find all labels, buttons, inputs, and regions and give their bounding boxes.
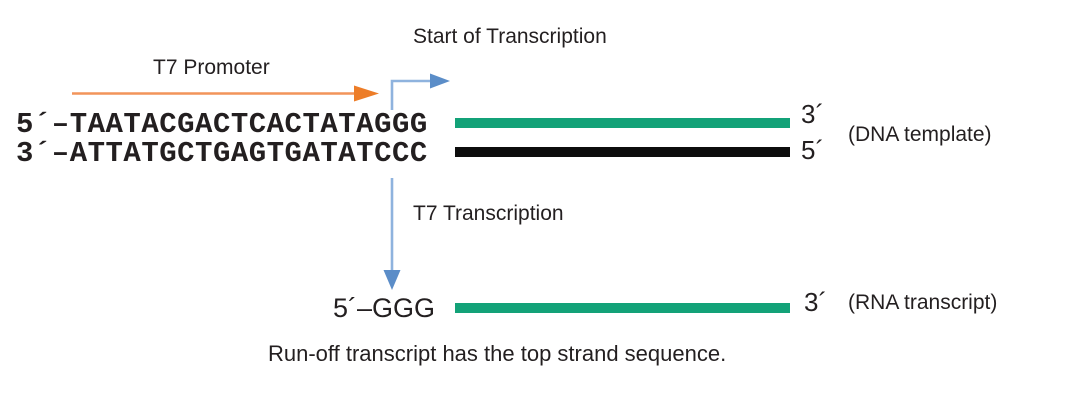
start-of-transcription-label: Start of Transcription: [413, 25, 607, 48]
rna-sequence: 5´–GGG: [333, 295, 435, 322]
t7-transcription-label: T7 Transcription: [413, 202, 564, 225]
dna-template-label: (DNA template): [848, 123, 992, 146]
rna-end-label: 3´: [804, 287, 828, 317]
template-strand-sequence: 3´–ATTATGCTGAGTGATATCCC: [16, 139, 428, 168]
template-strand-end-label: 5´: [801, 135, 825, 165]
promoter-arrow-head: [354, 85, 379, 102]
transcription-arrow-head: [383, 270, 401, 290]
caption: Run-off transcript has the top strand se…: [268, 341, 727, 366]
template-strand-bar: [455, 147, 790, 157]
rna-transcript-label: (RNA transcript): [848, 291, 998, 314]
sense-strand-sequence: 5´–TAATACGACTCACTATAGGG: [16, 110, 428, 139]
template-strand-prefix: 3´–: [16, 137, 70, 170]
start-of-transcription-arrow-icon: [390, 73, 450, 110]
t7-promoter-label: T7 Promoter: [153, 56, 270, 79]
start-arrow-shaft: [390, 79, 432, 110]
t7-promoter-arrow-icon: [72, 85, 379, 102]
t7-transcription-arrow-icon: [383, 178, 401, 290]
rna-bases: GGG: [372, 293, 436, 323]
start-arrow-head: [430, 73, 450, 89]
rna-prefix: 5´–: [333, 293, 373, 323]
sense-strand-bases: TAATACGACTCACTATAGGG: [69, 108, 428, 141]
rna-strand-bar: [455, 303, 790, 313]
template-strand-bases: ATTATGCTGAGTGATATCCC: [69, 137, 428, 170]
sense-strand-prefix: 5´–: [16, 108, 70, 141]
sense-strand-bar: [455, 118, 790, 128]
sense-strand-end-label: 3´: [801, 99, 825, 129]
